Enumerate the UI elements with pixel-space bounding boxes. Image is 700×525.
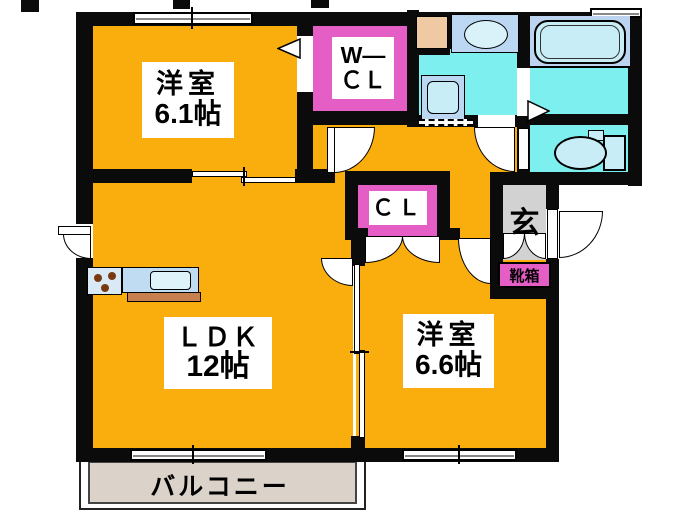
sliding-door xyxy=(241,177,296,183)
wcl-label: W― ＣＬ xyxy=(332,37,394,99)
wall xyxy=(351,236,365,266)
ldk-label: ＬＤＫ 12帖 xyxy=(164,317,272,389)
bedroom1-size: 6.1帖 xyxy=(154,98,222,130)
bedroom1-name: 洋室 xyxy=(156,69,220,100)
stove-burner xyxy=(101,284,109,292)
closet-label: ＣＬ xyxy=(369,191,427,225)
sliding-door xyxy=(359,350,365,438)
room-ldk-floor xyxy=(93,170,353,452)
shoebox-label: 靴箱 xyxy=(509,267,540,285)
wall xyxy=(93,169,192,183)
ldk-size: 12帖 xyxy=(186,349,250,383)
toilet-door xyxy=(518,128,529,170)
washing-machine xyxy=(427,81,459,114)
balcony xyxy=(88,461,357,504)
back-door-arc xyxy=(63,234,91,259)
wall xyxy=(437,171,450,240)
window xyxy=(130,449,267,461)
wcl-door-triangle xyxy=(277,38,301,59)
wcl-line2: ＣＬ xyxy=(340,67,386,93)
kitchen-sink xyxy=(150,271,191,290)
wall xyxy=(295,169,335,183)
bedroom2-label: 洋室 6.6帖 xyxy=(403,314,494,388)
wall xyxy=(345,171,450,185)
stove-burner xyxy=(108,272,116,280)
pillar-mark xyxy=(173,0,190,9)
doorway xyxy=(297,36,313,92)
entrance-door-arc xyxy=(559,211,603,258)
sliding-door-tick xyxy=(350,351,369,353)
wall xyxy=(297,111,419,125)
wall xyxy=(490,172,503,289)
wall xyxy=(351,436,365,452)
ldk-name: ＬＤＫ xyxy=(175,321,260,352)
bathtub-inner xyxy=(540,25,620,59)
entrance-door-leaf xyxy=(547,209,558,259)
window-tick xyxy=(458,445,460,464)
shoebox: 靴箱 xyxy=(498,262,551,288)
bedroom2-size: 6.6帖 xyxy=(415,349,482,381)
stove-burner xyxy=(94,274,102,282)
window xyxy=(133,12,253,25)
wall xyxy=(345,171,358,240)
room-bathroom-floor xyxy=(528,60,632,115)
window-tick xyxy=(191,7,193,29)
closet-label-text: ＣＬ xyxy=(371,195,424,221)
bedroom1-label: 洋室 6.1帖 xyxy=(142,62,234,138)
balcony-label: バルコニー xyxy=(150,473,290,501)
doorway xyxy=(478,115,515,127)
bedroom2-name: 洋室 xyxy=(416,320,481,351)
wash-basin xyxy=(464,20,508,49)
sliding-door xyxy=(192,171,247,177)
sliding-door-tick xyxy=(243,167,245,186)
wall xyxy=(446,16,455,49)
wall xyxy=(517,114,642,125)
wall xyxy=(437,228,460,240)
pillar-mark xyxy=(21,0,39,12)
doorway xyxy=(517,68,530,116)
wcl-line1: W― xyxy=(340,42,386,69)
counter-top xyxy=(416,16,448,49)
toilet-bowl xyxy=(554,136,607,170)
window-tick xyxy=(192,445,194,464)
wall xyxy=(407,46,450,55)
kitchen-stove xyxy=(87,267,122,295)
entrance-label: 玄 xyxy=(509,207,540,240)
wall xyxy=(490,172,642,185)
kitchen-base xyxy=(127,292,201,302)
wall xyxy=(490,287,559,299)
bath-door-triangle xyxy=(527,100,550,122)
sliding-door xyxy=(354,264,360,354)
washer-threshold xyxy=(419,119,473,126)
pillar-mark xyxy=(311,0,329,8)
wall xyxy=(628,10,642,186)
